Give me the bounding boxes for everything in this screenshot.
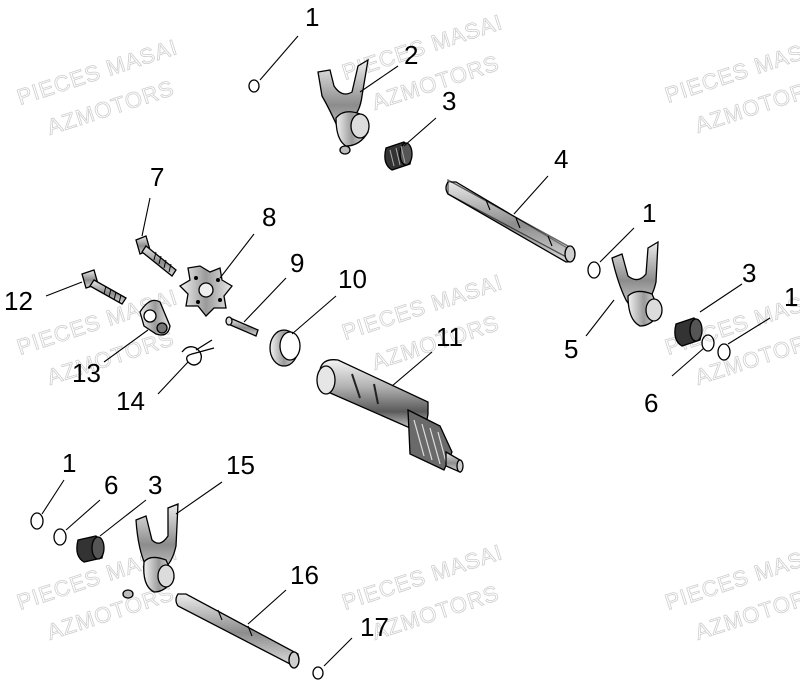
callout-1-far-right: 1 [784,282,798,312]
callout-1-right: 1 [642,198,656,228]
shift-drum-part-11[interactable] [316,359,464,473]
leader-lines [41,35,771,667]
callout-numbers: 1 2 3 4 1 3 1 5 6 7 8 9 10 11 12 13 14 1… [4,2,798,642]
shaft-part-4[interactable] [445,178,576,263]
o-ring-part-1-bottom-left[interactable] [30,512,44,530]
callout-10: 10 [338,264,367,294]
callout-5: 5 [564,334,578,364]
o-ring-part-1-top[interactable] [248,79,260,93]
callout-12: 12 [4,286,33,316]
callout-3-bottom: 3 [148,470,162,500]
shift-fork-part-5[interactable] [611,240,663,327]
callout-1-bottom-left: 1 [62,448,76,478]
o-ring-part-17[interactable] [312,666,324,680]
roller-part-3-right[interactable] [674,317,703,347]
bearing-ring-part-10[interactable] [269,329,301,367]
bolt-part-12[interactable] [81,269,127,305]
callout-17: 17 [360,612,389,642]
shift-fork-part-15[interactable] [122,503,179,599]
roller-part-3-top[interactable] [384,141,413,171]
callout-1-top: 1 [305,2,319,32]
callout-7: 7 [150,162,164,192]
pin-part-9[interactable] [225,316,259,337]
shaft-part-16[interactable] [175,593,300,669]
callout-16: 16 [290,560,319,590]
o-ring-part-1-far-right[interactable] [717,343,731,361]
roller-part-3-bottom[interactable] [76,535,105,563]
callout-9: 9 [290,248,304,278]
callout-2: 2 [404,40,418,70]
callout-8: 8 [262,202,276,232]
o-ring-part-1-right[interactable] [587,261,601,279]
callout-6-bottom-left: 6 [104,470,118,500]
callout-15: 15 [226,450,255,480]
shift-fork-part-2[interactable] [317,58,370,155]
callout-6-right: 6 [644,388,658,418]
bolt-part-7[interactable] [135,235,177,277]
stopper-arm-part-13[interactable] [139,299,171,336]
spring-part-14[interactable] [181,339,215,366]
callout-4: 4 [554,144,568,174]
washer-part-6-bottom-left[interactable] [53,528,67,546]
callout-14: 14 [116,386,145,416]
callout-11: 11 [436,322,463,352]
washer-part-6-right[interactable] [701,334,715,352]
callout-13: 13 [72,358,101,388]
callout-3-top: 3 [442,86,456,116]
callout-3-right: 3 [742,258,756,288]
star-cam-part-8[interactable] [178,265,233,317]
